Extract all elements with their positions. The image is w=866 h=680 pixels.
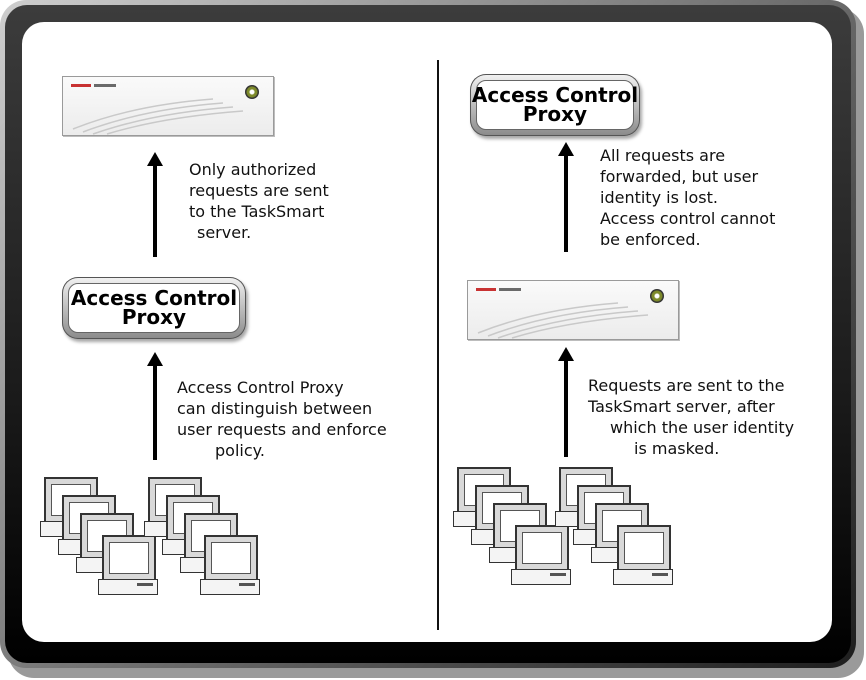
up-arrow-icon (558, 142, 574, 252)
server-logo (476, 288, 496, 291)
right-top-label: All requests are forwarded, but user ide… (600, 146, 776, 249)
up-arrow-icon (558, 347, 574, 457)
up-arrow-icon (147, 152, 163, 257)
proxy-title-line2: Proxy (522, 102, 588, 126)
access-control-proxy-left: Access Control Proxy (62, 277, 246, 339)
diagram-panel: Only authorized requests are sent to the… (22, 22, 832, 642)
center-divider (437, 60, 439, 630)
server-knob (650, 289, 664, 303)
proxy-title-line2: Proxy (121, 305, 187, 329)
proxy-title-line1: Access Control (471, 83, 639, 107)
access-control-proxy-right: Access Control Proxy (470, 74, 640, 136)
user-computers-icon (40, 477, 274, 617)
server-logo-text (94, 84, 116, 87)
right-bottom-label: Requests are sent to the TaskSmart serve… (588, 376, 795, 458)
server-knob (245, 85, 259, 99)
server-swoosh (477, 302, 649, 339)
server-swoosh (72, 98, 244, 135)
tasksmart-server-icon (467, 280, 679, 340)
server-logo-text (499, 288, 521, 291)
up-arrow-icon (147, 352, 163, 460)
user-computers-icon (453, 467, 687, 607)
left-bottom-label: Access Control Proxy can distinguish bet… (177, 378, 387, 460)
server-logo (71, 84, 91, 87)
tasksmart-server-icon (62, 76, 274, 136)
proxy-title-line1: Access Control (70, 286, 238, 310)
left-top-label: Only authorized requests are sent to the… (189, 160, 329, 242)
